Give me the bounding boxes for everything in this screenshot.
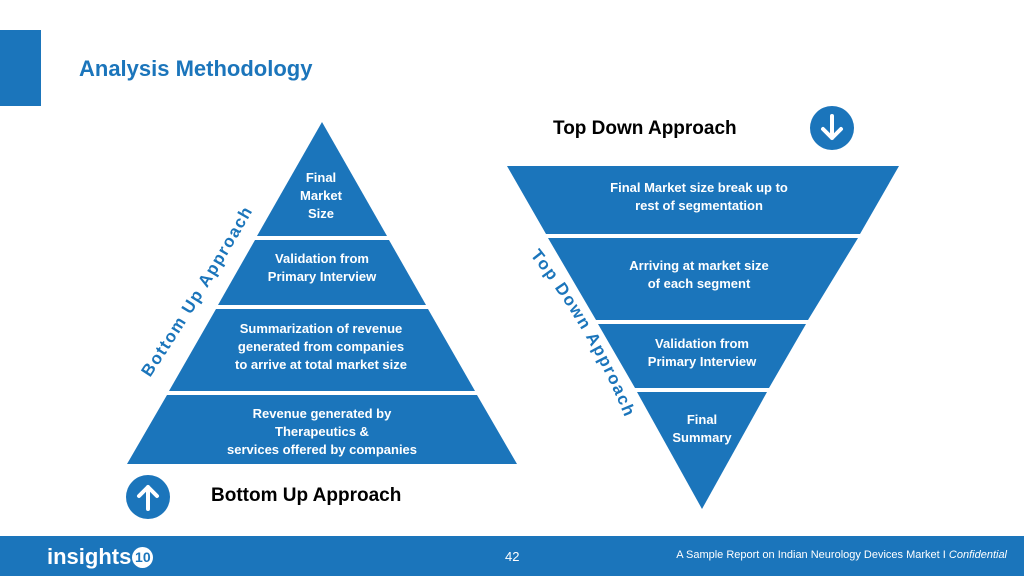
top-down-level-4 — [637, 392, 767, 509]
svg-text:rest of segmentation: rest of segmentation — [635, 198, 763, 213]
logo: insights 10 — [47, 544, 154, 570]
top-down-level-1-text: Final Market size break up to — [610, 180, 788, 195]
top-down-heading: Top Down Approach — [553, 118, 737, 139]
bottom-up-level-1 — [257, 122, 387, 236]
top-down-level-1 — [507, 166, 899, 234]
svg-text:Market: Market — [300, 188, 343, 203]
bottom-up-level-4-text: Revenue generated by — [253, 406, 392, 421]
bottom-up-heading: Bottom Up Approach — [211, 485, 402, 506]
svg-text:Primary Interview: Primary Interview — [268, 269, 377, 284]
svg-text:of each segment: of each segment — [648, 276, 751, 291]
arrow-up-icon — [126, 475, 170, 519]
top-down-level-3-text: Validation from — [655, 336, 749, 351]
page-number: 42 — [505, 549, 520, 564]
svg-text:to arrive at total market size: to arrive at total market size — [235, 357, 407, 372]
accent-bar — [0, 30, 41, 106]
page-title: Analysis Methodology — [79, 56, 313, 81]
svg-text:Primary Interview: Primary Interview — [648, 354, 757, 369]
bottom-up-level-4 — [127, 395, 517, 464]
bottom-up-level-1-text: Final — [306, 170, 336, 185]
svg-text:generated from companies: generated from companies — [238, 339, 404, 354]
arrow-down-icon — [810, 106, 854, 150]
svg-text:Summary: Summary — [672, 430, 732, 445]
top-down-level-2 — [548, 238, 858, 320]
logo-text: insights — [47, 544, 132, 569]
svg-text:services offered by companies: services offered by companies — [227, 442, 417, 457]
footer-note: A Sample Report on Indian Neurology Devi… — [676, 549, 1007, 561]
svg-text:Size: Size — [308, 206, 334, 221]
bottom-up-level-3 — [169, 309, 475, 391]
footer: insights 10 42 A Sample Report on Indian… — [0, 536, 1024, 576]
svg-text:Therapeutics &: Therapeutics & — [275, 424, 369, 439]
bottom-up-level-2-text: Validation from — [275, 251, 369, 266]
top-down-level-4-text: Final — [687, 412, 717, 427]
logo-badge: 10 — [132, 546, 154, 568]
top-down-level-2-text: Arriving at market size — [629, 258, 768, 273]
bottom-up-level-3-text: Summarization of revenue — [240, 321, 403, 336]
top-down-level-3 — [598, 324, 806, 388]
bottom-up-level-2 — [218, 240, 426, 305]
